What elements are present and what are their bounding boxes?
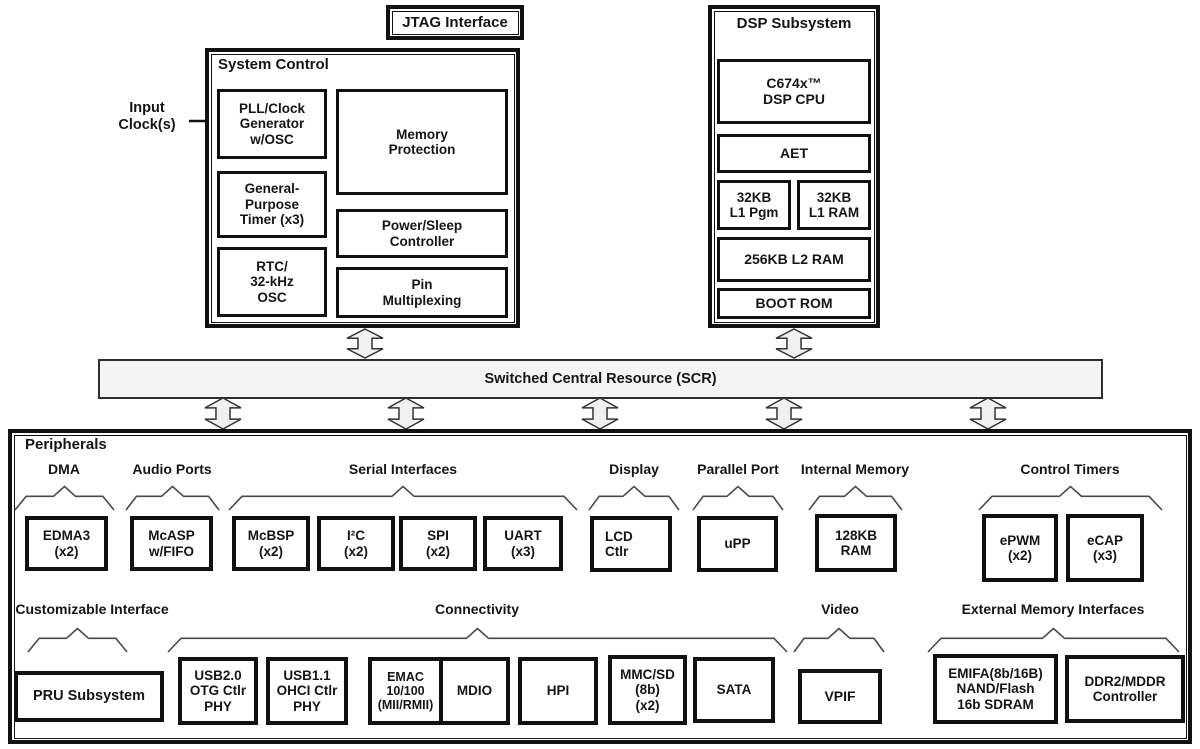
block-pru-subsystem: PRU Subsystem (14, 671, 164, 722)
group-label-audio-ports: Audio Ports (132, 461, 212, 477)
block-ddr2-mddr: DDR2/MDDR Controller (1065, 655, 1185, 723)
group-label-dma: DMA (48, 461, 80, 477)
block-pll-clock-generator: PLL/Clock Generator w/OSC (217, 89, 327, 159)
block-gp-timer: General- Purpose Timer (x3) (217, 171, 327, 238)
system-control-box: System Control PLL/Clock Generator w/OSC… (205, 48, 520, 328)
dsp-subsystem-title: DSP Subsystem (736, 15, 852, 32)
block-vpif: VPIF (798, 669, 882, 724)
block-boot-rom: BOOT ROM (717, 288, 871, 319)
group-label-parallel-port: Parallel Port (697, 461, 779, 477)
brace-external-memory (927, 627, 1180, 654)
block-mdio: MDIO (456, 683, 493, 699)
block-dsp-cpu: C674x™ DSP CPU (717, 59, 871, 124)
block-lcd-ctlr: LCD Ctlr (590, 516, 672, 572)
brace-dma (14, 485, 115, 512)
brace-control-timers (978, 485, 1163, 512)
block-emac-mdio: EMAC 10/100 (MII/RMII) MDIO (368, 657, 510, 725)
block-emac: EMAC 10/100 (MII/RMII) (372, 661, 443, 721)
bus-arrow-icon (775, 328, 813, 359)
dsp-subsystem-box: DSP Subsystem C674x™ DSP CPU AET 32KB L1… (708, 5, 880, 328)
block-usb20: USB2.0 OTG Ctlr PHY (178, 657, 258, 725)
block-epwm: ePWM (x2) (982, 514, 1058, 582)
block-pin-multiplexing: Pin Multiplexing (336, 267, 508, 318)
system-control-title: System Control (218, 56, 329, 73)
bus-arrow-icon (204, 397, 242, 430)
brace-connectivity (167, 627, 788, 654)
input-clock-label: Input Clock(s) (118, 100, 176, 134)
block-l2-ram: 256KB L2 RAM (717, 237, 871, 282)
brace-audio-ports (125, 485, 220, 512)
bus-arrow-icon (346, 328, 384, 359)
block-hpi: HPI (518, 657, 598, 725)
brace-customizable-interface (27, 627, 128, 654)
block-l1-pgm: 32KB L1 Pgm (717, 180, 791, 230)
group-label-connectivity: Connectivity (434, 601, 519, 617)
peripherals-title: Peripherals (25, 436, 107, 453)
block-i2c: I²C (x2) (317, 516, 395, 571)
block-spi: SPI (x2) (399, 516, 477, 571)
block-sata: SATA (693, 657, 775, 723)
block-mmcsd: MMC/SD (8b) (x2) (608, 655, 687, 725)
brace-video (793, 627, 885, 654)
brace-internal-memory (808, 485, 903, 512)
group-label-serial-interfaces: Serial Interfaces (348, 461, 458, 477)
group-label-external-memory: External Memory Interfaces (961, 601, 1145, 617)
brace-parallel-port (692, 485, 784, 512)
block-edma3: EDMA3 (x2) (25, 516, 108, 571)
block-aet: AET (717, 134, 871, 173)
scr-bar: Switched Central Resource (SCR) (98, 359, 1103, 399)
block-128kb-ram: 128KB RAM (815, 514, 897, 572)
block-memory-protection: Memory Protection (336, 89, 508, 195)
bus-arrow-icon (765, 397, 803, 430)
group-label-video: Video (821, 601, 859, 617)
bus-arrow-icon (969, 397, 1007, 430)
brace-display (588, 485, 680, 512)
block-power-sleep-controller: Power/Sleep Controller (336, 209, 508, 258)
jtag-interface-label: JTAG Interface (402, 14, 508, 31)
brace-serial-interfaces (228, 485, 578, 512)
block-rtc-osc: RTC/ 32-kHz OSC (217, 247, 327, 317)
block-usb11: USB1.1 OHCI Ctlr PHY (266, 657, 348, 725)
block-mcasp: McASP w/FIFO (130, 516, 213, 571)
bus-arrow-icon (387, 397, 425, 430)
block-mcbsp: McBSP (x2) (232, 516, 310, 571)
group-label-internal-memory: Internal Memory (800, 461, 910, 477)
block-upp: uPP (697, 516, 778, 572)
block-ecap: eCAP (x3) (1066, 514, 1144, 582)
group-label-display: Display (609, 461, 659, 477)
jtag-interface-box: JTAG Interface (386, 5, 524, 40)
block-emifa: EMIFA(8b/16B) NAND/Flash 16b SDRAM (933, 654, 1058, 724)
peripherals-box: Peripherals DMA Audio Ports Serial Inter… (8, 429, 1192, 744)
block-uart: UART (x3) (483, 516, 563, 571)
group-label-control-timers: Control Timers (1020, 461, 1120, 477)
scr-label: Switched Central Resource (SCR) (484, 371, 717, 387)
bus-arrow-icon (581, 397, 619, 430)
group-label-customizable-interface: Customizable Interface (15, 601, 169, 617)
block-l1-ram: 32KB L1 RAM (797, 180, 871, 230)
